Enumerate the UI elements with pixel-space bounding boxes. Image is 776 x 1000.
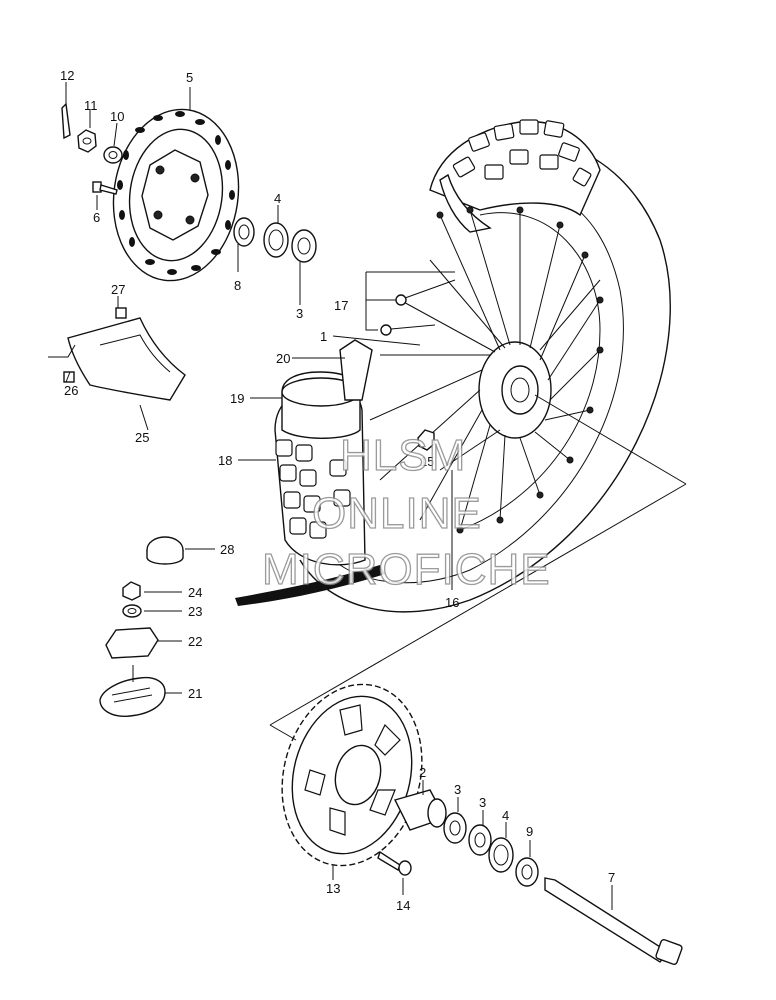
rear-wheel bbox=[235, 119, 671, 613]
callout-25: 25 bbox=[135, 430, 149, 445]
washer-small bbox=[103, 146, 123, 164]
callout-13: 13 bbox=[326, 881, 340, 896]
nut-small bbox=[77, 129, 97, 153]
sprocket-guard bbox=[67, 317, 186, 401]
callout-9: 9 bbox=[526, 824, 533, 839]
callout-14: 14 bbox=[396, 898, 410, 913]
callout-18: 18 bbox=[218, 453, 232, 468]
callout-12: 12 bbox=[60, 68, 74, 83]
callout-11: 11 bbox=[84, 98, 98, 113]
watermark-line-2: ONLINE bbox=[312, 489, 482, 538]
callout-2: 2 bbox=[419, 765, 426, 780]
rim-band bbox=[339, 339, 373, 401]
watermark-line-1: HLSM bbox=[340, 431, 466, 480]
rear-sprocket bbox=[281, 683, 423, 867]
callout-3-upper: 3 bbox=[296, 306, 303, 321]
leader-lines bbox=[48, 82, 687, 910]
callout-22: 22 bbox=[188, 634, 202, 649]
rim-lock-plate bbox=[105, 627, 159, 659]
callout-16: 16 bbox=[445, 595, 459, 610]
guard-bolt-26 bbox=[63, 371, 75, 383]
nut-hub bbox=[417, 429, 435, 451]
callout-28: 28 bbox=[220, 542, 234, 557]
callout-7: 7 bbox=[608, 870, 615, 885]
callout-1: 1 bbox=[320, 329, 327, 344]
callout-26: 26 bbox=[64, 383, 78, 398]
callout-10: 10 bbox=[110, 109, 124, 124]
axle-spacer bbox=[515, 857, 539, 887]
bearing-lower-2 bbox=[468, 824, 492, 856]
callout-3-lower-2: 3 bbox=[479, 795, 486, 810]
callout-27: 27 bbox=[111, 282, 125, 297]
callout-6: 6 bbox=[93, 210, 100, 225]
callout-19: 19 bbox=[230, 391, 244, 406]
rim-lock-nut bbox=[122, 581, 141, 601]
hub-spacer-lower bbox=[393, 789, 447, 831]
bearing-upper bbox=[291, 229, 317, 263]
rear-axle bbox=[544, 877, 683, 966]
rim-cap bbox=[146, 536, 184, 565]
oil-seal-lower bbox=[488, 837, 514, 873]
callout-15: 15 bbox=[420, 454, 434, 469]
brake-disc bbox=[112, 108, 240, 282]
disc-bolt bbox=[92, 181, 118, 195]
callout-24: 24 bbox=[188, 585, 202, 600]
rim-lock bbox=[99, 665, 166, 717]
sprocket-bolt bbox=[377, 850, 412, 876]
callout-4-upper: 4 bbox=[274, 191, 281, 206]
callout-3-lower-1: 3 bbox=[454, 782, 461, 797]
cotter-pin bbox=[61, 102, 71, 140]
callout-8: 8 bbox=[234, 278, 241, 293]
guard-bolt-27 bbox=[115, 307, 127, 319]
callout-21: 21 bbox=[188, 686, 202, 701]
hub-spacer-upper bbox=[233, 217, 255, 247]
oil-seal-upper bbox=[263, 222, 289, 258]
rim-lock-washer bbox=[122, 604, 142, 618]
watermark: HLSM ONLINE MICROFICHE bbox=[261, 430, 551, 594]
bearing-lower-1 bbox=[443, 812, 467, 844]
watermark-line-3: MICROFICHE bbox=[262, 545, 551, 594]
spoke-nipple bbox=[380, 279, 456, 336]
callout-23: 23 bbox=[188, 604, 202, 619]
callout-4-lower: 4 bbox=[502, 808, 509, 823]
callout-labels: 12 11 10 5 6 4 8 3 27 26 25 17 1 20 19 1… bbox=[60, 68, 615, 913]
callout-5: 5 bbox=[186, 70, 193, 85]
callout-20: 20 bbox=[276, 351, 290, 366]
callout-17: 17 bbox=[334, 298, 348, 313]
